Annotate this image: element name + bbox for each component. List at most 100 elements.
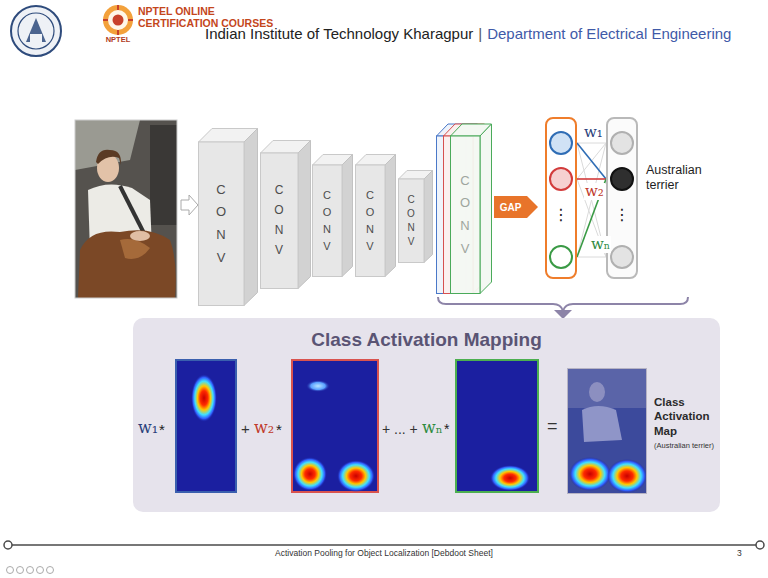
conv-label: CONV <box>273 181 285 260</box>
input-photo-part <box>75 120 177 298</box>
dense-links-part <box>577 257 606 258</box>
footer-rule <box>4 541 764 549</box>
feature-heatmap-part <box>292 360 378 492</box>
block-front <box>399 179 425 263</box>
block-front <box>199 142 245 306</box>
department-name: Department of Electrical Engineering <box>487 25 731 42</box>
conv-block-outline <box>398 170 433 263</box>
conv-label: CONV <box>365 187 376 255</box>
conv-label: CONV <box>322 187 333 255</box>
course-banner: NPTEL ONLINE <box>138 5 215 17</box>
weight-connector <box>577 143 606 179</box>
cam-overlay-image-part <box>567 368 647 494</box>
cam-overlay-image-part <box>607 459 647 493</box>
weight-label: w₁ <box>583 124 604 141</box>
iit-logo <box>11 6 61 56</box>
conv-block: CONV <box>355 154 396 277</box>
feature-heatmap-part <box>176 360 236 492</box>
block-side <box>424 171 433 263</box>
bracket-arrow <box>438 297 688 319</box>
iit-logo-part <box>11 6 61 56</box>
layer-box <box>607 118 637 278</box>
conv-block-outline <box>312 154 353 277</box>
cam-overlay-image-part <box>582 406 622 442</box>
output-layer: ⋮Australian terrier <box>606 117 638 279</box>
iit-logo-part <box>18 13 54 49</box>
weight-term: wₙ <box>422 419 443 437</box>
neuron <box>550 132 572 154</box>
input-photo-part <box>75 120 177 298</box>
gap-arrow: GAP <box>494 196 538 218</box>
input-photo-part <box>130 231 150 241</box>
gap-label: GAP <box>494 202 527 213</box>
neuron <box>550 168 572 190</box>
logo-caption: NPTEL <box>106 36 131 45</box>
output-layer-outline <box>606 117 638 279</box>
ellipsis: ⋮ <box>606 207 638 223</box>
gap-arrow-body <box>494 196 538 218</box>
layer-box <box>546 118 576 278</box>
cam-overlay-image-part <box>589 382 605 402</box>
footer-rule-part <box>10 544 758 546</box>
footer-rule-part <box>756 541 764 549</box>
bracket-arrow-part <box>438 297 688 311</box>
nptel-logo-part <box>103 5 133 35</box>
operator: + <box>241 420 250 437</box>
neuron <box>611 132 633 154</box>
block-front <box>356 165 386 277</box>
operator: = <box>547 416 558 437</box>
nptel-logo-part <box>108 10 128 30</box>
feature-heatmap <box>456 360 538 492</box>
feature-map-layer <box>444 124 485 294</box>
bracket-arrow-part <box>554 310 572 319</box>
weight-label: w₂ <box>584 183 605 200</box>
conv-block-outline <box>355 154 396 277</box>
nav-icons <box>7 567 54 574</box>
weight-connector <box>577 178 606 180</box>
ellipsis: ⋮ <box>545 207 577 223</box>
cam-overlay-image-part <box>569 457 611 491</box>
operator: * <box>159 421 165 438</box>
input-photo <box>75 120 177 298</box>
block-side <box>385 155 396 277</box>
layer-front <box>451 136 481 294</box>
iit-logo-part <box>26 18 46 42</box>
footer-rule-part <box>4 541 12 549</box>
page-number: 3 <box>737 549 742 559</box>
operator: * <box>444 421 449 437</box>
nav-icons-part <box>27 567 34 574</box>
dense-links-part <box>577 143 606 144</box>
layer-side <box>480 124 492 294</box>
panel-background <box>133 318 720 512</box>
block-side <box>342 155 353 277</box>
nav-icons-part <box>37 567 44 574</box>
input-photo-part <box>96 150 121 165</box>
feature-heatmap <box>292 360 378 492</box>
conv-block: CONV <box>312 154 353 277</box>
feature-heatmap-part <box>490 465 530 491</box>
operator: + ... + <box>382 421 418 437</box>
nav-icons-part <box>47 567 54 574</box>
conv-block-outline <box>260 140 311 289</box>
feature-heatmap-part <box>293 457 327 491</box>
feature-vector-outline <box>545 117 577 279</box>
class-name: Australian terrier <box>646 163 720 193</box>
neuron <box>550 246 572 268</box>
conv-block: CONV <box>260 140 311 289</box>
input-photo-part <box>78 230 176 298</box>
operator: * <box>276 421 282 438</box>
feature-vector: ⋮ <box>545 117 577 279</box>
neuron <box>611 168 633 190</box>
institute-name: Indian Institute of Technology Kharagpur <box>205 25 473 42</box>
cam-overlay-image <box>567 368 647 494</box>
cam-panel: Class Activation MappingClass Activation… <box>133 318 720 512</box>
feature-heatmap-part <box>191 374 217 422</box>
block-side <box>244 129 258 306</box>
conv-block: CONV <box>398 170 433 263</box>
feature-heatmap-part <box>306 380 330 392</box>
neuron <box>611 246 633 268</box>
iit-logo-part <box>30 34 42 42</box>
